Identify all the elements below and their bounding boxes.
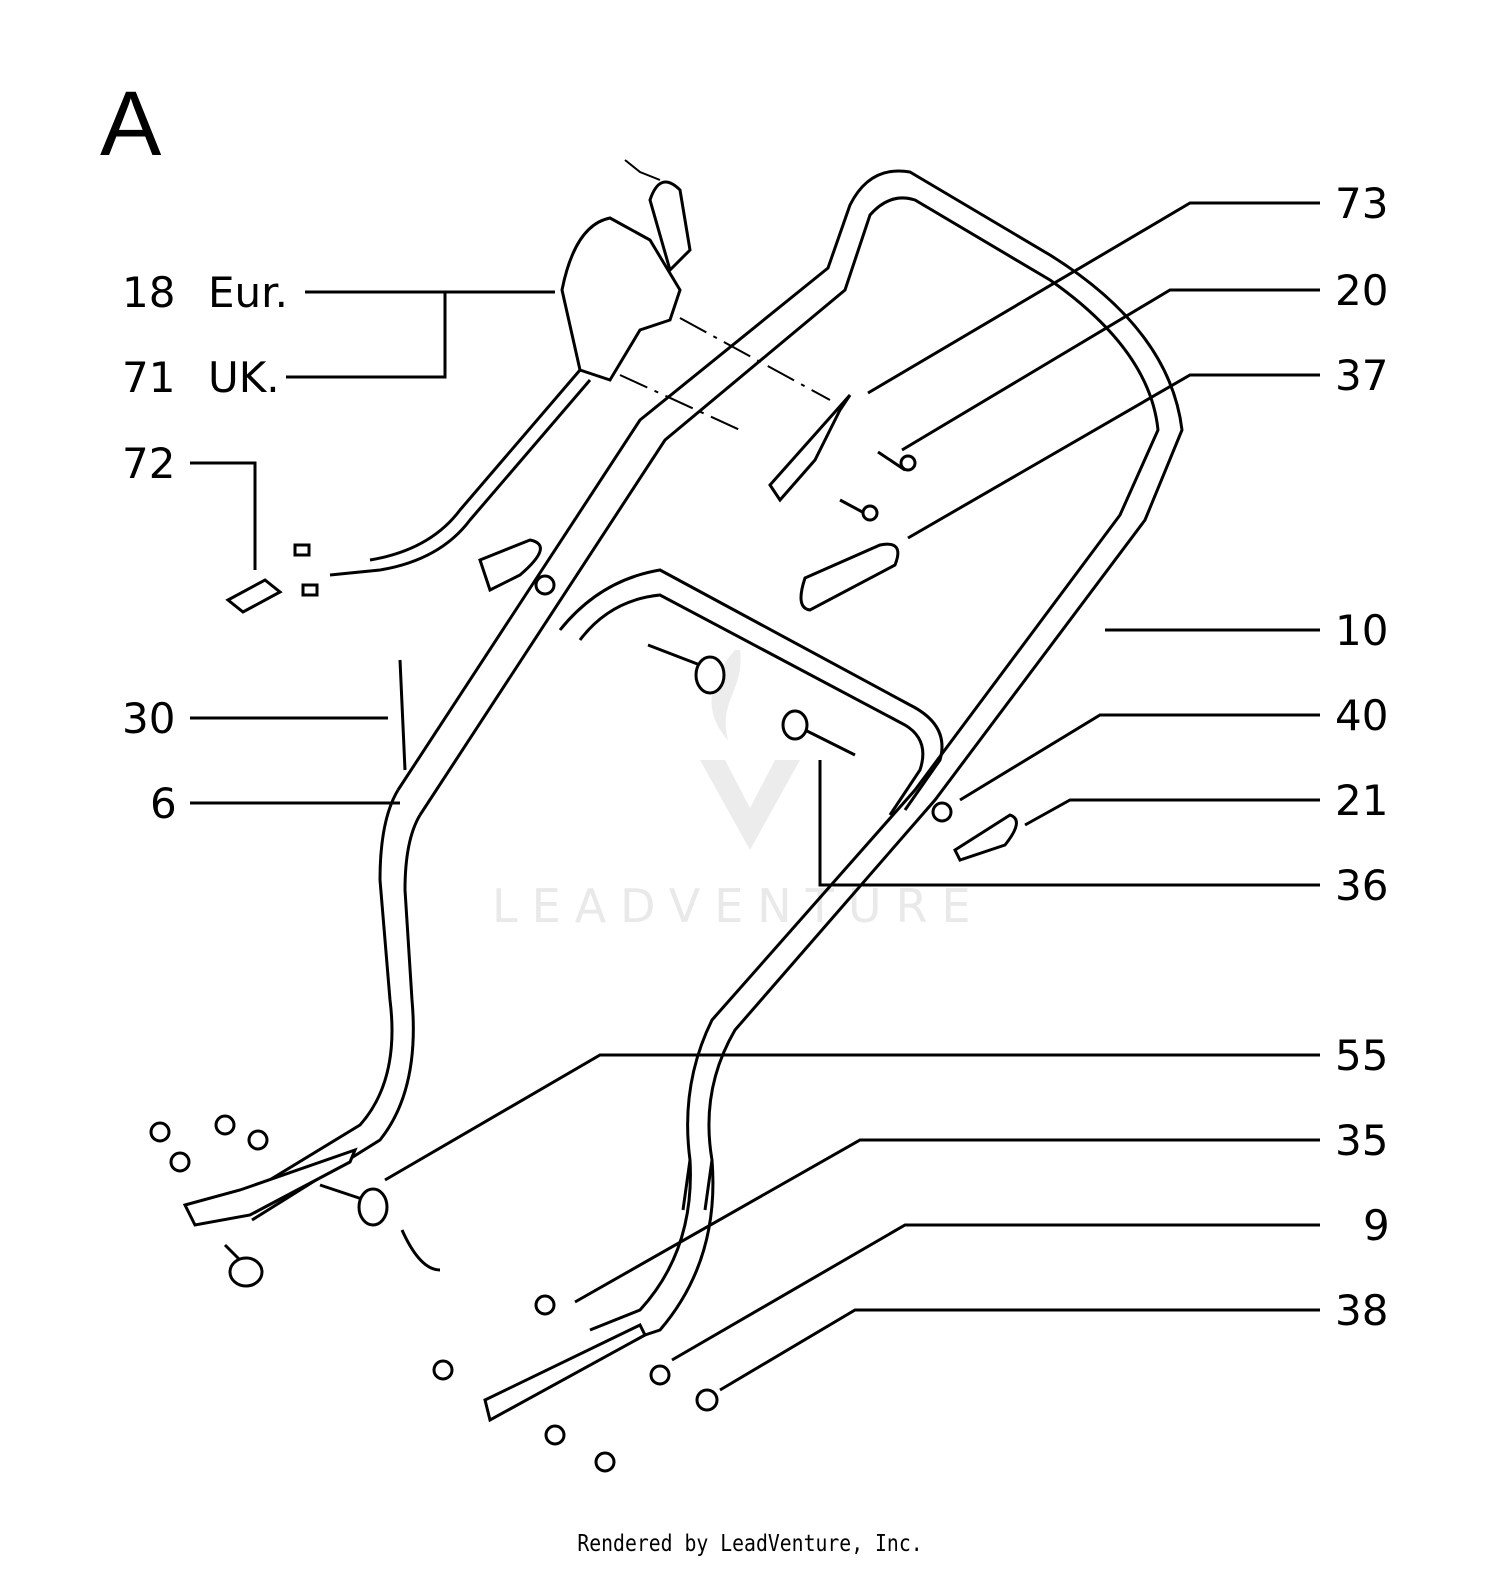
part-labels: 18 Eur. 71 UK. 72 30 6 73 20 37 10 40 21… bbox=[122, 179, 1390, 1335]
label-55: 55 bbox=[1335, 1031, 1388, 1080]
plate bbox=[799, 542, 900, 612]
knob-left bbox=[478, 538, 542, 593]
label-36: 36 bbox=[1335, 861, 1388, 910]
knob-right bbox=[953, 813, 1018, 862]
cable-tie bbox=[398, 659, 407, 771]
label-35: 35 bbox=[1335, 1116, 1388, 1165]
label-uk: UK. bbox=[208, 353, 280, 402]
bracket bbox=[768, 394, 917, 522]
control-box bbox=[225, 159, 692, 614]
label-30: 30 bbox=[122, 694, 175, 743]
label-21: 21 bbox=[1335, 776, 1388, 825]
label-18: 18 bbox=[122, 268, 175, 317]
watermark-text: LEADVENTURE bbox=[492, 879, 985, 933]
label-40: 40 bbox=[1335, 691, 1388, 740]
label-38: 38 bbox=[1335, 1286, 1388, 1335]
label-72: 72 bbox=[122, 439, 175, 488]
label-10: 10 bbox=[1335, 606, 1388, 655]
upper-handle bbox=[396, 169, 1184, 1272]
label-20: 20 bbox=[1335, 266, 1388, 315]
section-letter: A bbox=[100, 73, 162, 175]
footer-credit: Rendered by LeadVenture, Inc. bbox=[577, 1531, 923, 1557]
label-73: 73 bbox=[1335, 179, 1388, 228]
label-eur: Eur. bbox=[208, 268, 288, 317]
label-6: 6 bbox=[150, 779, 177, 828]
watermark: LEADVENTURE bbox=[492, 650, 985, 933]
label-37: 37 bbox=[1335, 351, 1388, 400]
label-71: 71 bbox=[122, 353, 175, 402]
leader-lines bbox=[190, 201, 1320, 1392]
lower-handle bbox=[182, 568, 944, 1352]
label-9: 9 bbox=[1363, 1201, 1390, 1250]
